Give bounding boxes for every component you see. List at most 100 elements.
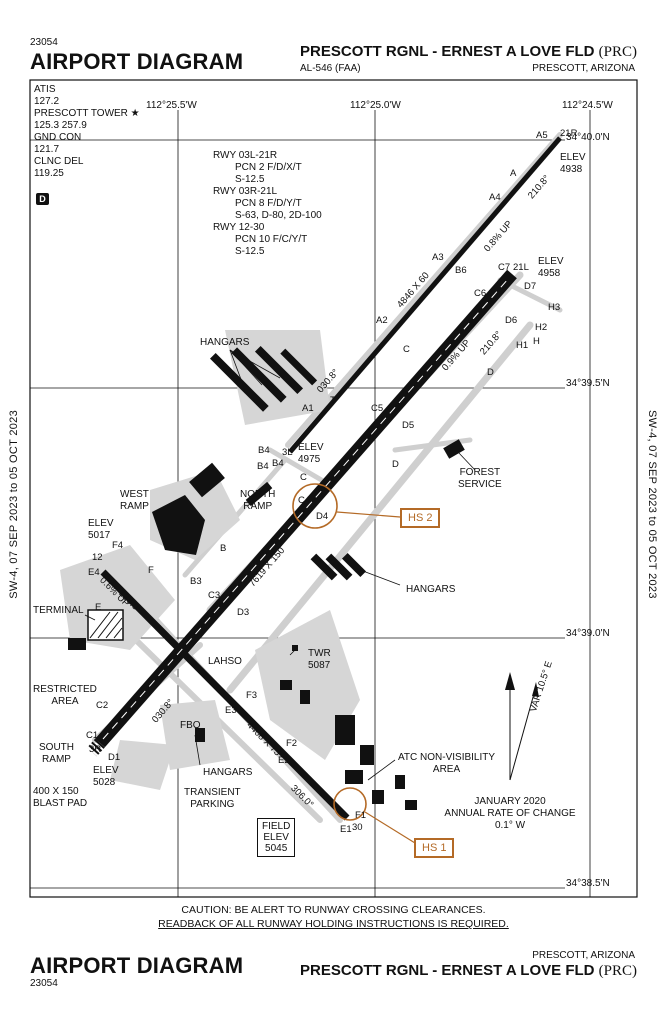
taxiway-d6: D6 [505,315,518,326]
north-hangar-apron [225,330,330,425]
taxiway-e-west: E [95,602,102,613]
apron-building-1 [280,680,292,690]
latitude-label-4: 34°38.5'N [566,878,610,889]
hangar-east-3 [341,552,367,578]
freq-atis-label: ATIS [34,84,56,95]
atc-building-4 [395,775,405,789]
apron-building-2 [300,690,310,704]
airport-name-top: PRESCOTT RGNL - ERNEST A LOVE FLD (PRC) [300,43,637,61]
hangars-label-east: HANGARS [406,584,456,595]
rwy-03l-title: RWY 03L-21R [213,150,278,161]
al-number: AL-546 (FAA) [300,63,361,74]
taxiway-h3: H3 [548,302,561,313]
fbo-building [195,728,205,742]
atc-building-5 [405,800,417,810]
forest-service-building [443,439,465,459]
taxiway-c1: C1 [86,730,99,741]
taxiway-c2: C2 [96,700,109,711]
lahso-label: LAHSO [208,656,242,667]
airport-code-bottom: (PRC) [598,963,637,979]
freq-ground-label: GND CON [34,132,82,143]
taxiway-a1: A1 [302,403,314,414]
runway-info-block: RWY 03L-21R PCN 2 F/D/X/T S-12.5 RWY 03R… [213,150,322,258]
caution-line-1: CAUTION: BE ALERT TO RUNWAY CROSSING CLE… [181,904,486,916]
hot-spot-2-label: HS 2 [400,508,441,528]
atc-non-visibility-label: ATC NON-VISIBILITY AREA [398,752,496,775]
right-effective-dates: SW-4, 07 SEP 2023 to 05 OCT 2023 [646,410,658,599]
west-ramp-label: WEST RAMP [120,489,149,512]
taxiway-e4: E4 [88,567,100,578]
hot-spot-2-circle [292,483,338,529]
taxiway-a-north: A [510,168,517,179]
taxiway-c6: C6 [474,288,487,299]
taxiway-c7: C7 [498,262,511,273]
taxiway-d7: D7 [524,281,537,292]
centerline-3r-21l [102,277,510,740]
taxiway-h2: H2 [535,322,548,333]
taxiway-f4: F4 [112,540,124,551]
latitude-label-3: 34°39.0'N [566,628,610,639]
elevation-12: ELEV 5017 [88,518,114,541]
chart-frame [29,79,638,898]
freq-tower-label: PRESCOTT TOWER ★ [34,108,140,119]
rwy-03l-pcn: PCN 2 F/D/X/T [235,162,302,173]
airport-code-top: (PRC) [598,44,637,60]
taxiway-f3: F3 [246,690,258,701]
runway-3l-21r [288,136,562,454]
taxiway-d1: D1 [108,752,121,763]
taxiway-d5: D5 [402,420,415,431]
longitude-label-2: 112°25.0'W [350,100,401,111]
freq-ground-value: 121.7 [34,144,60,155]
taxiway-d [226,321,534,694]
north-ramp-building [245,481,273,507]
north-ramp-label: NORTH RAMP [240,489,276,512]
taxiway-c3: C3 [208,590,221,601]
chart-number-bottom: 23054 [30,978,58,989]
freq-clnc-label: CLNC DEL [34,156,84,167]
freq-atis-value: 127.2 [34,96,60,107]
taxiway-a3: A3 [432,252,444,263]
atc-building-1 [360,745,374,765]
taxiway-d3: D3 [237,607,250,618]
hot-spot-1-circle [333,787,367,821]
taxiway-e1: E1 [340,824,352,835]
north-arrow [505,672,539,781]
caution-notice: CAUTION: BE ALERT TO RUNWAY CROSSING CLE… [30,903,637,931]
hot-spot-1-label: HS 1 [414,838,455,858]
hangar-row-4 [280,348,318,386]
atc-building-2 [345,770,363,784]
taxiway-f2: F2 [286,738,298,749]
terminal-hatching [89,611,123,639]
frequency-list: ATIS 127.2 PRESCOTT TOWER ★ 125.3 257.9 … [34,84,140,180]
elevation-3l: ELEV 4975 [298,442,324,465]
taxiway-c-middle: C [300,472,307,483]
taxiway-h1: H1 [516,340,529,351]
runway-end-21r: 21R [560,128,578,139]
taxiway-t: T [330,395,336,406]
hangar-east-1 [310,553,338,581]
buildings [68,345,465,810]
hot-spot-2-leader [336,511,401,518]
hot-spot-1-leader [364,811,416,844]
rwy-12-pcn: PCN 10 F/C/Y/T [235,234,308,245]
blast-pad-label: 400 X 150 BLAST PAD [33,786,88,809]
terminal-label: TERMINAL [33,605,84,616]
fbo-label: FBO [180,720,201,731]
rwy-03r-title: RWY 03R-21L [213,186,278,197]
runway-end-3l: 3L [282,447,293,458]
taxiway-d-middle: D [392,459,399,470]
taxiway-b4 [267,447,333,488]
west-building-2 [189,462,225,498]
caution-line-2: READBACK OF ALL RUNWAY HOLDING INSTRUCTI… [158,918,509,930]
taxiway-d4: D4 [316,511,329,522]
runway-end-3r: 3R [89,744,102,755]
taxiway-a4: A4 [489,192,501,203]
taxiway-f1: F1 [355,810,367,821]
terminal-building [87,609,124,641]
leader-lines [84,349,476,781]
runway-end-30: 30 [352,822,363,833]
west-ramp-building [152,495,205,555]
taxiway-h: H [533,336,540,347]
taxiway-c4: C4 [298,495,311,506]
hangars-label-north: HANGARS [200,337,250,348]
